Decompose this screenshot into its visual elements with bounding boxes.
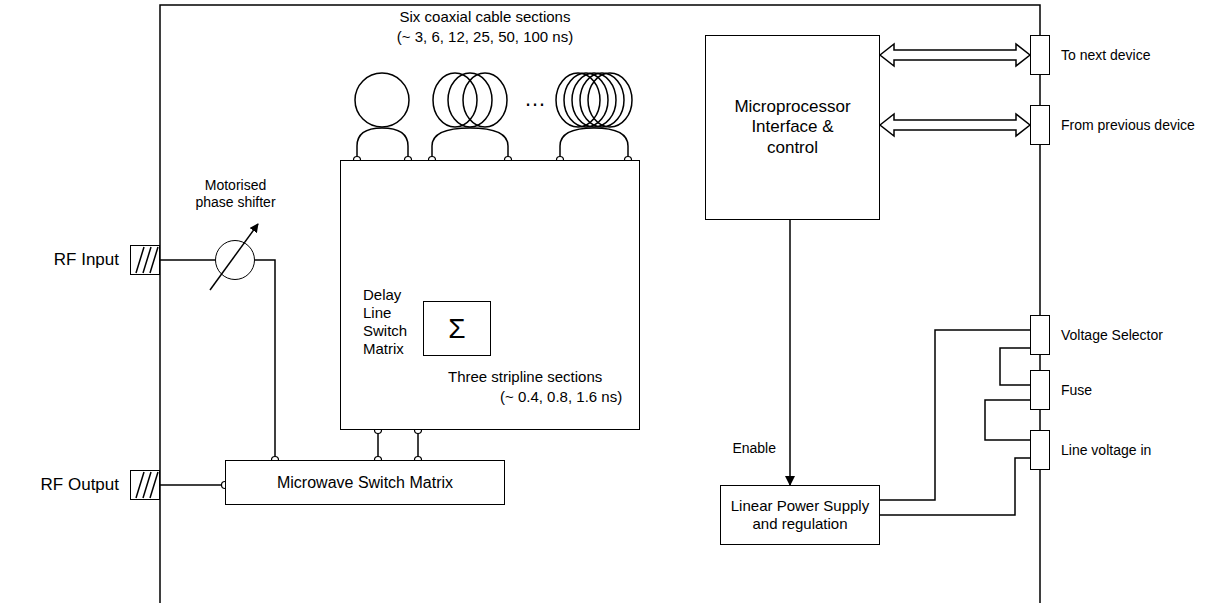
coax-coil — [580, 73, 624, 127]
connector-hatch — [136, 247, 158, 273]
signal-line — [880, 330, 1030, 500]
process-box: Microprocessor Interface & control — [705, 35, 880, 220]
annotation-label: Three stripline sections — [448, 368, 628, 386]
node-text: From previous device — [1061, 117, 1195, 134]
coil-lead — [560, 128, 628, 160]
annotation-label: Six coaxial cable sections — [335, 8, 635, 26]
coax-coil — [588, 73, 632, 127]
node-text: RF Input — [54, 250, 119, 270]
signal-line — [377, 430, 379, 460]
panel-connector: From previous device — [1030, 105, 1050, 145]
switch-matrix-box: Microwave Switch Matrix — [225, 460, 505, 505]
housing-outline — [160, 5, 1040, 603]
node-text: Line voltage in — [1061, 442, 1151, 459]
coax-coil — [355, 73, 409, 127]
rf-connector: RF Output — [130, 470, 160, 500]
connector-hatch — [136, 472, 158, 498]
power-supply-box: Linear Power Supply and regulation — [720, 485, 880, 545]
bus-arrow — [880, 44, 1030, 66]
node-text: Linear Power Supply and regulation — [730, 497, 870, 533]
node-text: Voltage Selector — [1061, 327, 1163, 344]
node-text: Fuse — [1061, 382, 1092, 399]
signal-line — [985, 400, 1030, 440]
phase-shifter-circle: Motorised phase shifter — [215, 240, 255, 280]
signal-line — [160, 484, 225, 486]
rf-connector: RF Input — [130, 245, 160, 275]
panel-connector: Line voltage in — [1030, 430, 1050, 470]
adjust-arrow — [210, 224, 258, 290]
coil-lead — [432, 128, 508, 160]
coax-coil — [463, 73, 507, 127]
signal-line — [1000, 348, 1030, 385]
panel-connector: Voltage Selector — [1030, 315, 1050, 355]
signal-line — [160, 259, 215, 261]
signal-line — [789, 220, 791, 485]
edge-label: Enable — [730, 440, 778, 457]
signal-line — [880, 458, 1030, 515]
node-text: Microwave Switch Matrix — [277, 473, 453, 492]
signal-line — [417, 430, 419, 460]
signal-line — [255, 260, 275, 460]
annotation-label: (~ 0.4, 0.8, 1.6 ns) — [500, 388, 635, 406]
node-text: To next device — [1061, 47, 1151, 64]
coil-lead — [357, 128, 408, 160]
node-text: Motorised phase shifter — [188, 177, 283, 211]
node-text: Delay Line Switch Matrix — [363, 286, 419, 358]
annotation-label: (~ 3, 6, 12, 25, 50, 100 ns) — [335, 28, 635, 46]
panel-connector: To next device — [1030, 35, 1050, 75]
node-text: Microprocessor Interface & control — [730, 97, 855, 158]
node-text: Σ — [448, 312, 465, 346]
annotation-label: … — [515, 86, 555, 112]
node-text: RF Output — [41, 475, 119, 495]
panel-connector: Fuse — [1030, 370, 1050, 410]
summing-box: Σ — [423, 301, 491, 356]
bus-arrow — [880, 114, 1030, 136]
